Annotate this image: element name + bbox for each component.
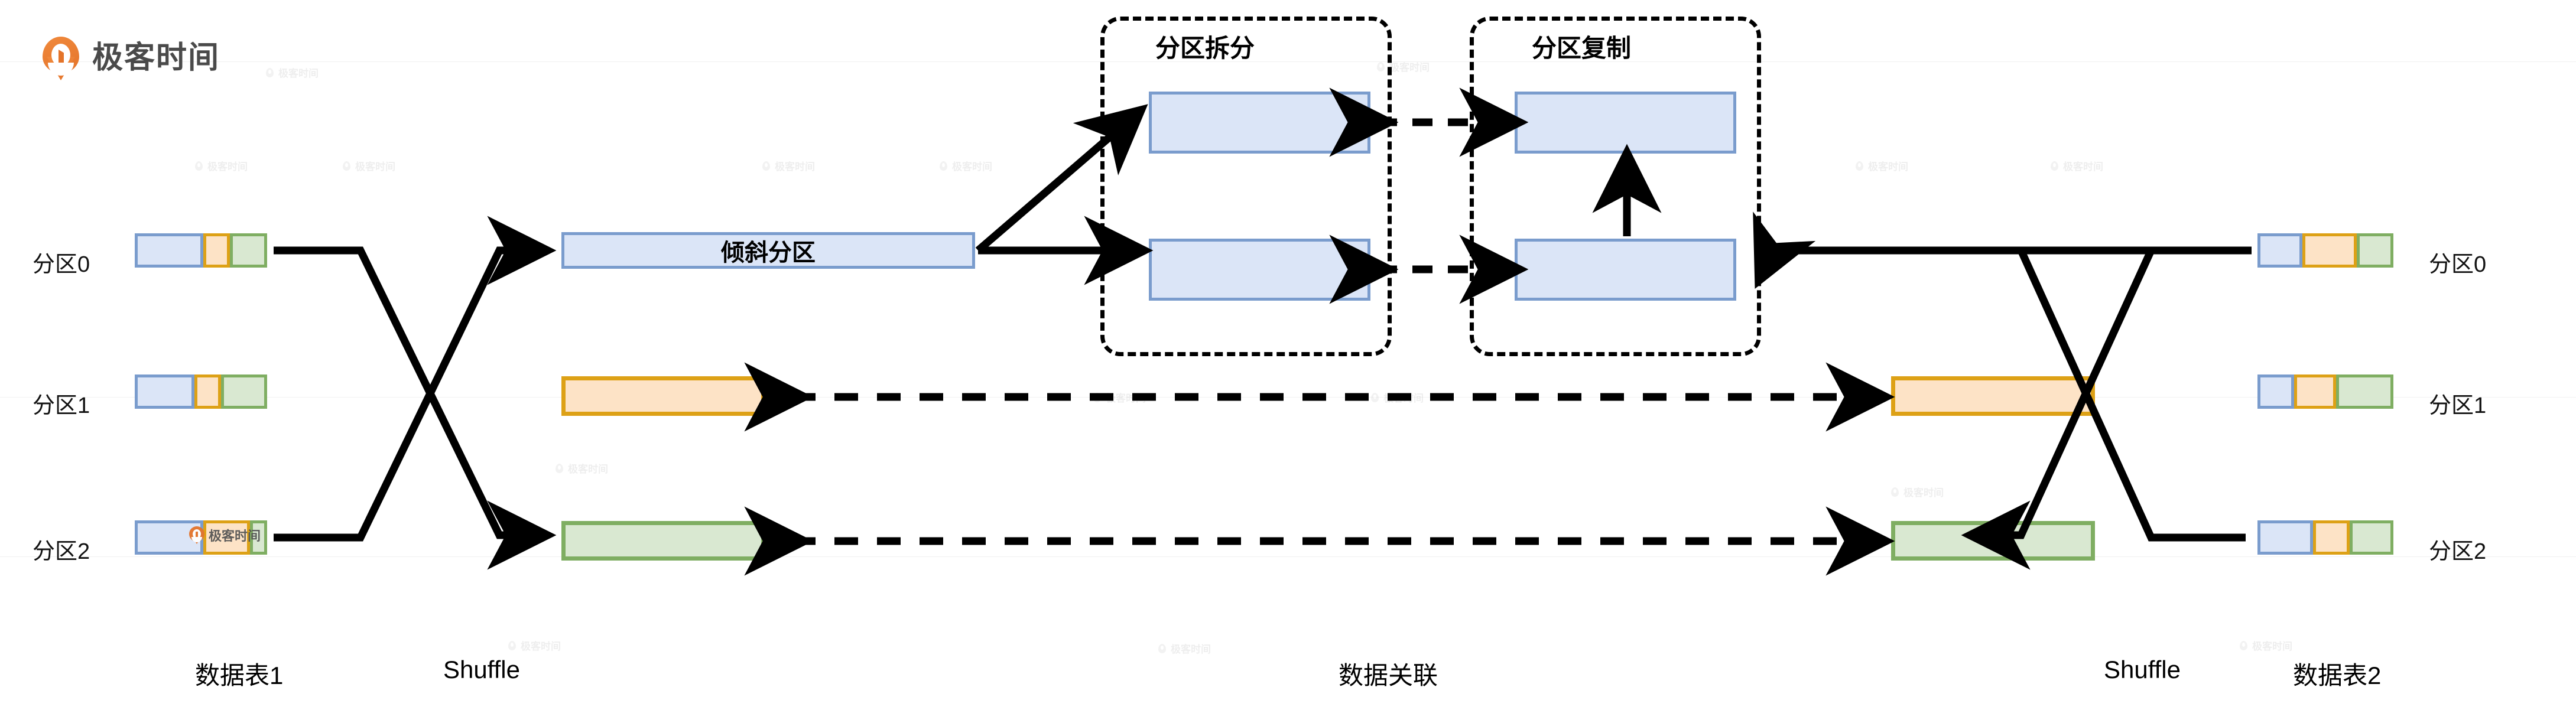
watermark: 极客时间 [1856,158,1908,173]
left-partition-0-segment-green [230,233,267,268]
watermark-icon [2051,161,2058,171]
watermark: 极客时间 [2240,638,2292,653]
middle-right-green-box [1891,521,2095,561]
join-label: 数据关联 [1339,662,1438,689]
partition-split-title: 分区拆分 [1155,34,1255,62]
watermark-icon [266,67,274,77]
geektime-pin-icon [189,526,204,544]
partition-split-box-bottom [1149,239,1370,301]
shuffle-left-crossing [274,216,557,570]
right-partition-label-0: 分区0 [2429,252,2487,277]
partition-replicate-box-bottom [1515,239,1736,301]
inbar-brand-name: 极客时间 [209,529,261,543]
right-partition-0-segment-blue [2257,233,2302,268]
watermark: 极客时间 [1158,641,1211,656]
left-partition-1-segment-green [220,374,267,409]
bg-guide-line [0,397,2576,398]
left-partition-bar-0 [135,233,267,268]
partition-replicate-title: 分区复制 [1532,34,1632,62]
right-partition-label-2: 分区2 [2429,539,2487,564]
watermark-icon [2240,640,2247,650]
brand-name: 极客时间 [92,41,220,75]
right-partition-1-segment-blue [2257,374,2295,409]
partition-replicate-box-top [1515,92,1736,154]
inbar-brand-logo: 极客时间 [189,526,261,545]
right-partition-0-segment-orange [2302,233,2357,268]
watermark: 极客时间 [556,461,608,476]
watermark-icon [1158,643,1166,653]
left-partition-0-segment-blue [135,233,204,268]
left-partition-0-segment-orange [203,233,230,268]
right-partition-bar-1 [2257,374,2393,409]
right-partition-2-segment-orange [2313,520,2350,555]
partition-replicate-group [1470,17,1761,356]
left-partition-label-1: 分区1 [33,393,90,418]
watermark: 极客时间 [343,158,395,173]
left-table-bottom-label: 数据表1 [195,662,284,689]
left-partition-label-0: 分区0 [33,252,90,277]
shuffle-left-label: Shuffle [443,656,520,683]
watermark: 极客时间 [1891,484,1944,499]
middle-right-orange-box [1891,376,2095,416]
right-partition-bar-2 [2257,520,2393,555]
shuffle-left-line-b [274,216,557,542]
left-partition-1-segment-orange [194,374,221,409]
brand-logo: 极客时间 [43,37,220,80]
partition-split-box-top [1149,92,1370,154]
right-partition-1-segment-green [2336,374,2393,409]
watermark: 极客时间 [266,65,319,80]
left-partition-bar-1 [135,374,267,409]
watermark-icon [195,161,203,171]
middle-left-orange-box [561,376,765,416]
watermark-icon [1891,487,1899,497]
right-partition-label-1: 分区1 [2429,393,2487,418]
watermark: 极客时间 [940,158,992,173]
watermark: 极客时间 [762,158,815,173]
watermark: 极客时间 [508,638,561,653]
watermark: 极客时间 [2051,158,2103,173]
geektime-pin-icon [43,37,79,80]
shuffle-left-line-a [274,246,557,570]
right-partition-2-segment-blue [2257,520,2314,555]
left-partition-2-segment-orange [203,520,250,555]
watermark-icon [940,161,947,171]
left-partition-2-segment-green [249,520,267,555]
right-partition-bar-0 [2257,233,2393,268]
left-partition-label-2: 分区2 [33,539,90,564]
shuffle-right-label: Shuffle [2104,656,2181,683]
right-partition-1-segment-orange [2294,374,2337,409]
watermark-icon [508,640,516,650]
watermark-icon [762,161,770,171]
middle-left-green-box [561,521,765,561]
bg-guide-line [0,61,2576,62]
watermark-icon [556,463,563,473]
skewed-partition-label: 倾斜分区 [721,240,816,266]
right-partition0-to-replicate [1753,211,2252,289]
right-partition-2-segment-green [2350,520,2393,555]
watermark: 极客时间 [195,158,248,173]
left-partition-1-segment-blue [135,374,194,409]
bg-guide-line [0,556,2576,557]
right-table-bottom-label: 数据表2 [2293,662,2382,689]
watermark-icon [343,161,350,171]
partition-split-group [1100,17,1392,356]
right-partition-0-segment-green [2356,233,2393,268]
watermark-icon [1856,161,1863,171]
skewed-partition-box: 倾斜分区 [561,232,975,269]
